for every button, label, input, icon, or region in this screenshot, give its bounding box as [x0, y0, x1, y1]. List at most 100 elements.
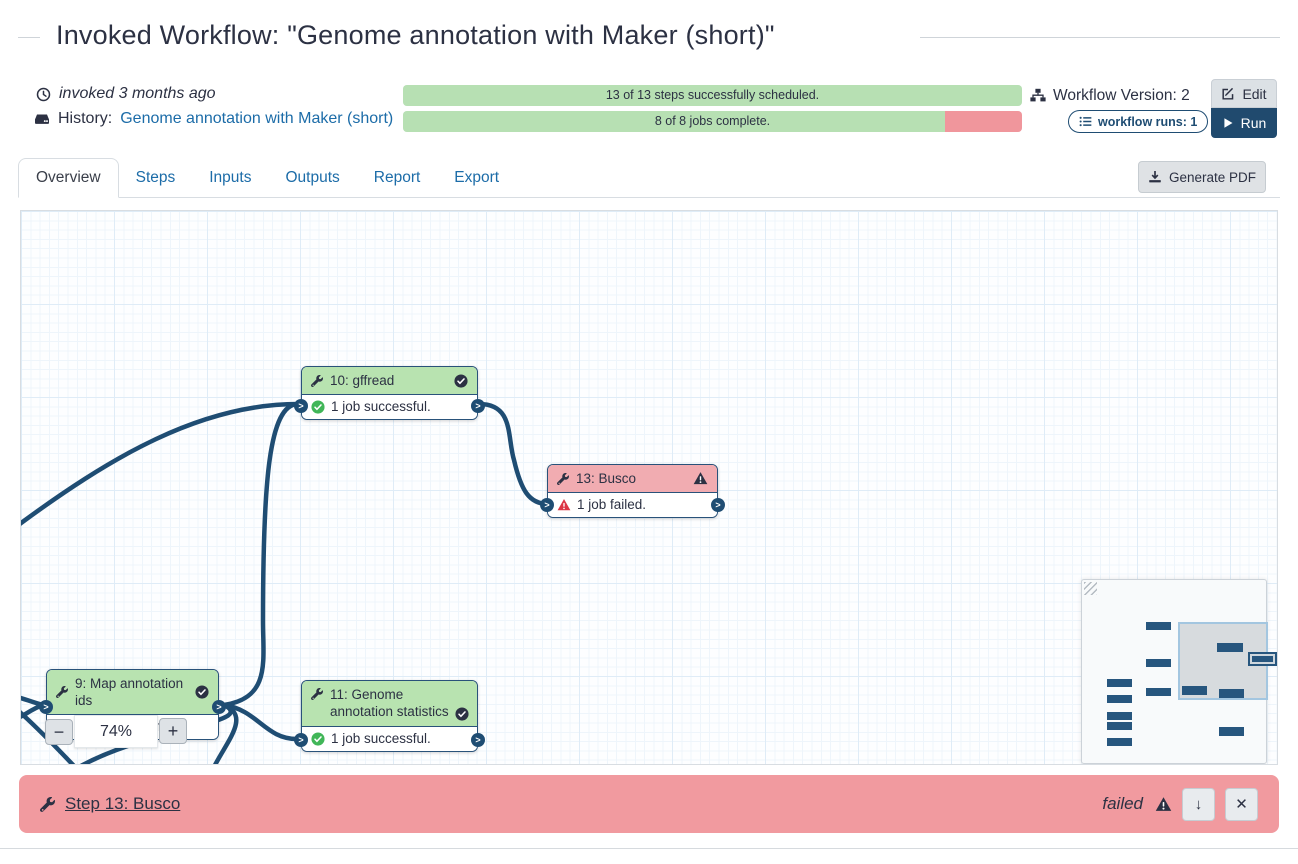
list-icon — [1079, 115, 1092, 128]
node-gffread-header: 10: gffread — [302, 367, 477, 395]
jobs-progress-bar: 8 of 8 jobs complete. — [403, 111, 1022, 132]
invoked-time-row: invoked 3 months ago — [36, 85, 216, 103]
wrench-icon — [311, 688, 323, 700]
node-title: 9: Map annotation ids — [75, 676, 184, 708]
workflow-graph-canvas[interactable]: 10: gffread 1 job successful. > > 13: Bu… — [20, 210, 1278, 765]
output-connector[interactable]: > — [471, 733, 485, 747]
edit-button-label: Edit — [1242, 85, 1267, 102]
history-label: History: — [58, 110, 113, 127]
node-statistics-header: 11: Genome annotation statistics — [302, 681, 477, 727]
clock-icon — [36, 87, 51, 102]
history-link[interactable]: Genome annotation with Maker (short) — [120, 110, 394, 127]
output-connector[interactable]: > — [711, 498, 725, 512]
zoom-out-button[interactable]: − — [45, 719, 73, 745]
wrench-icon — [40, 796, 55, 812]
step-link[interactable]: Step 13: Busco — [65, 794, 181, 813]
minimap-resize-handle[interactable] — [1084, 582, 1097, 595]
sitemap-icon — [1030, 88, 1046, 104]
zoom-level-indicator: 74% — [74, 715, 158, 748]
success-check-icon — [311, 732, 325, 746]
wrench-icon — [557, 472, 569, 485]
scroll-to-step-button[interactable]: ↓ — [1182, 787, 1215, 821]
failed-step-panel: Step 13: Busco failed ↓ ✕ — [19, 775, 1279, 833]
warning-triangle-icon — [1155, 796, 1172, 813]
download-icon — [1148, 170, 1162, 184]
bottom-divider — [0, 848, 1298, 849]
minimap-node-rect — [1107, 738, 1132, 746]
output-connector[interactable]: > — [212, 700, 226, 714]
tab-outputs[interactable]: Outputs — [285, 169, 340, 186]
jobs-progress-ok-fill — [403, 111, 945, 132]
workflow-version-text: Workflow Version: 2 — [1053, 87, 1190, 104]
node-busco-status: 1 job failed. — [548, 493, 717, 517]
jobs-progress-label: 8 of 8 jobs complete. — [654, 114, 771, 128]
run-button[interactable]: Run — [1211, 108, 1277, 138]
invoked-time-text: invoked 3 months ago — [59, 85, 216, 102]
tab-overview[interactable]: Overview — [18, 158, 119, 198]
workflow-version-row: Workflow Version: 2 — [1030, 87, 1190, 105]
tab-inputs[interactable]: Inputs — [209, 169, 252, 186]
steps-progress-bar: 13 of 13 steps successfully scheduled. — [403, 85, 1022, 106]
edit-icon — [1221, 87, 1235, 101]
page-title: Invoked Workflow: "Genome annotation wit… — [56, 20, 775, 50]
zoom-in-button[interactable]: + — [159, 718, 187, 744]
minimap-node-rect — [1217, 643, 1243, 652]
minimap-node-rect — [1146, 659, 1171, 667]
minimap-node-rect — [1219, 689, 1244, 698]
input-connector[interactable]: > — [294, 733, 308, 747]
check-circle-icon — [454, 373, 468, 388]
node-busco[interactable]: 13: Busco 1 job failed. > > — [540, 464, 725, 518]
tab-report[interactable]: Report — [373, 169, 421, 186]
generate-pdf-label: Generate PDF — [1168, 169, 1257, 185]
minimap-node-rect — [1107, 712, 1132, 720]
workflow-minimap[interactable] — [1081, 579, 1277, 764]
node-gffread-status: 1 job successful. — [302, 395, 477, 419]
input-connector[interactable]: > — [294, 399, 308, 413]
step-panel-actions: failed ↓ ✕ — [1102, 787, 1258, 821]
history-row: History: Genome annotation with Maker (s… — [34, 110, 393, 128]
warning-triangle-icon — [693, 471, 708, 486]
title-right-rule — [920, 37, 1280, 38]
minimap-node-rect — [1146, 622, 1171, 630]
workflow-actions: Edit Run — [1211, 79, 1277, 138]
input-connector[interactable]: > — [39, 700, 53, 714]
node-status-text: 1 job successful. — [331, 399, 431, 414]
minimap-node-rect — [1107, 695, 1132, 703]
minimap-node-rect — [1219, 727, 1244, 736]
title-left-rule — [18, 37, 40, 38]
node-title: 10: gffread — [330, 373, 395, 388]
check-circle-icon — [195, 685, 209, 699]
check-circle-icon — [455, 707, 469, 721]
input-connector[interactable]: > — [540, 498, 554, 512]
node-statistics-status: 1 job successful. — [302, 727, 477, 751]
minimap-node-rect — [1107, 722, 1132, 730]
node-genome-annotation-statistics[interactable]: 11: Genome annotation statistics 1 job s… — [294, 680, 485, 752]
invocation-tabs: Overview Steps Inputs Outputs Report Exp… — [18, 158, 1280, 198]
minimap-node-rect — [1146, 688, 1171, 696]
steps-progress-label: 13 of 13 steps successfully scheduled. — [605, 88, 820, 102]
node-status-text: 1 job failed. — [577, 497, 647, 512]
edit-button[interactable]: Edit — [1211, 79, 1277, 108]
tab-steps[interactable]: Steps — [135, 169, 176, 186]
generate-pdf-button[interactable]: Generate PDF — [1138, 161, 1266, 193]
play-icon — [1222, 117, 1234, 129]
steps-progress-fill — [403, 85, 1022, 106]
node-map-annotation-header: 9: Map annotation ids — [47, 670, 218, 715]
workflow-runs-text: workflow runs: 1 — [1098, 114, 1198, 129]
run-button-label: Run — [1240, 115, 1267, 131]
node-title: 13: Busco — [576, 471, 637, 486]
close-panel-button[interactable]: ✕ — [1225, 787, 1258, 821]
node-gffread[interactable]: 10: gffread 1 job successful. > > — [294, 366, 485, 420]
minimap-node-rect — [1182, 686, 1207, 695]
tab-export[interactable]: Export — [454, 169, 500, 186]
output-connector[interactable]: > — [471, 399, 485, 413]
success-check-icon — [311, 400, 325, 414]
jobs-progress-failed-fill — [944, 111, 1022, 132]
minimap-node-rect — [1248, 652, 1277, 666]
workflow-runs-badge[interactable]: workflow runs: 1 — [1068, 110, 1209, 133]
minimap-node-rect — [1107, 679, 1132, 687]
wrench-icon — [56, 686, 68, 698]
failed-warning-icon — [557, 498, 571, 512]
step-status-text: failed — [1102, 794, 1143, 813]
progress-bars: 13 of 13 steps successfully scheduled. 8… — [403, 85, 1022, 137]
